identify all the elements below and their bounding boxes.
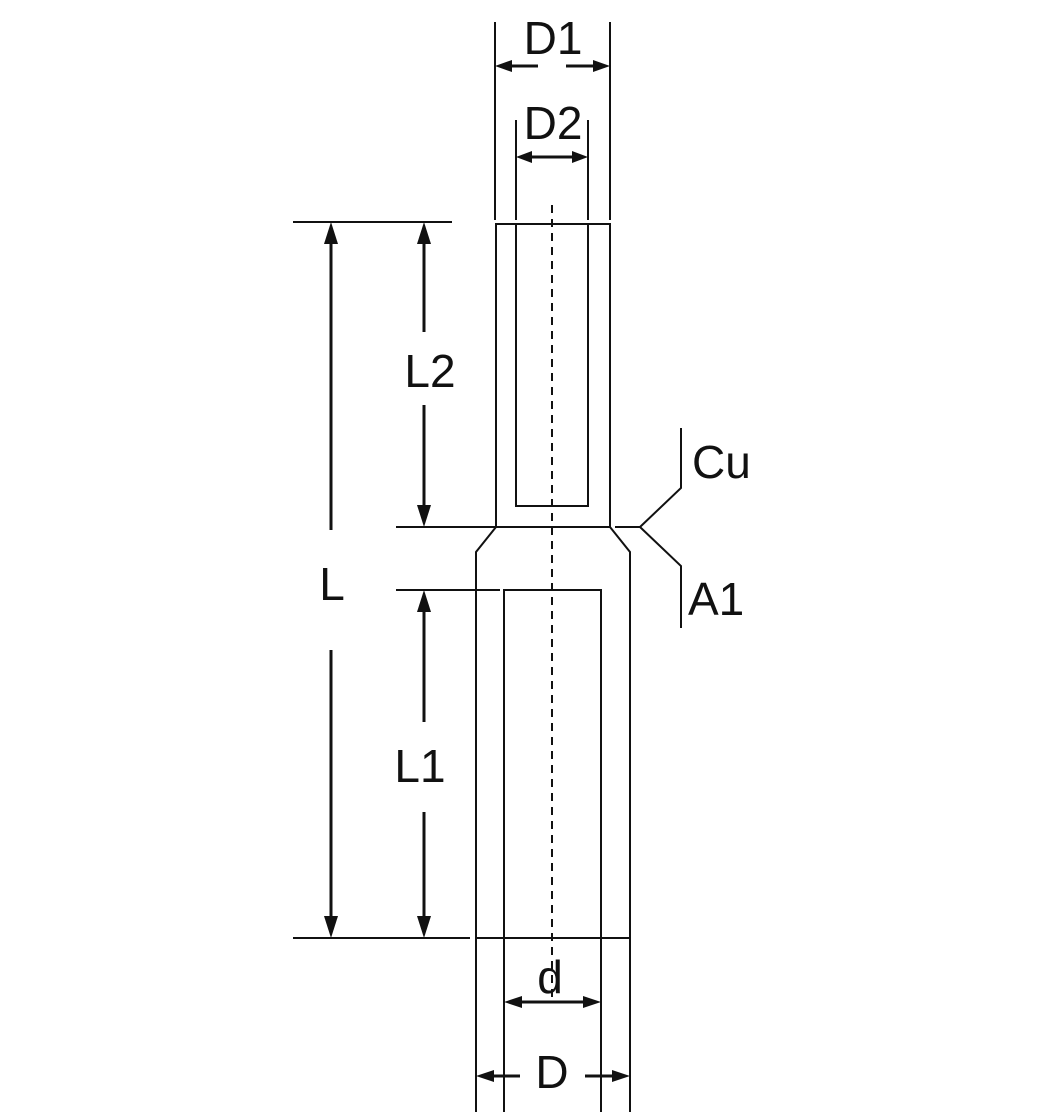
aluminium-right-wall (609, 526, 631, 1112)
dim-d1: D1 (495, 12, 610, 72)
leader-cu (639, 428, 682, 528)
label-d1: D1 (524, 12, 583, 64)
label-l2: L2 (404, 345, 455, 397)
arrowhead (417, 916, 431, 938)
arrowhead (495, 60, 512, 72)
label-l1: L1 (394, 740, 445, 792)
extension-lines (293, 22, 630, 939)
arrowhead (593, 60, 610, 72)
arrowhead (504, 996, 522, 1008)
dim-l: L (319, 222, 345, 938)
label-d-small: d (537, 951, 563, 1003)
arrowhead (324, 222, 338, 244)
arrowhead (476, 1070, 494, 1082)
leader-a1 (639, 526, 682, 628)
arrowhead (417, 222, 431, 244)
dim-d2: D2 (516, 97, 588, 163)
arrowhead (572, 151, 588, 163)
arrowhead (417, 505, 431, 527)
label-l: L (319, 558, 345, 610)
dim-l2: L2 (404, 222, 456, 527)
label-d2: D2 (524, 97, 583, 149)
arrowhead (417, 590, 431, 612)
arrowhead (324, 916, 338, 938)
label-a1: A1 (688, 573, 744, 625)
dim-d-small: d (504, 951, 601, 1008)
material-leader: Cu A1 (615, 428, 751, 628)
arrowhead (583, 996, 601, 1008)
label-d-large: D (535, 1046, 568, 1098)
aluminium-left-wall (475, 526, 497, 1112)
arrowhead (612, 1070, 630, 1082)
dim-d-large: D (476, 1046, 630, 1098)
label-cu: Cu (692, 436, 751, 488)
dim-l1: L1 (394, 590, 446, 938)
arrowhead (516, 151, 532, 163)
